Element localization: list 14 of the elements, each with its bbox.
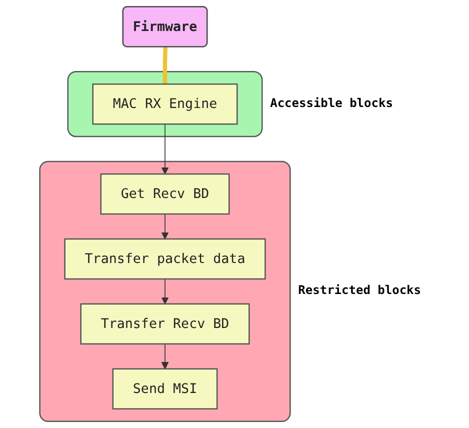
node-box: Send MSI [112,368,218,410]
node-box: Get Recv BD [100,173,230,215]
arrow [161,343,169,370]
arrow [161,214,169,240]
connector [162,46,168,84]
group-caption: Accessible blocks [270,96,393,110]
arrow [161,124,169,174]
cluster [67,70,263,138]
node-box: MAC RX Engine [92,83,238,125]
node-box: Transfer packet data [64,238,266,280]
group-caption: Restricted blocks [298,283,421,298]
cluster [39,160,291,422]
node-box: Transfer Recv BD [80,303,250,345]
arrow [161,278,169,304]
